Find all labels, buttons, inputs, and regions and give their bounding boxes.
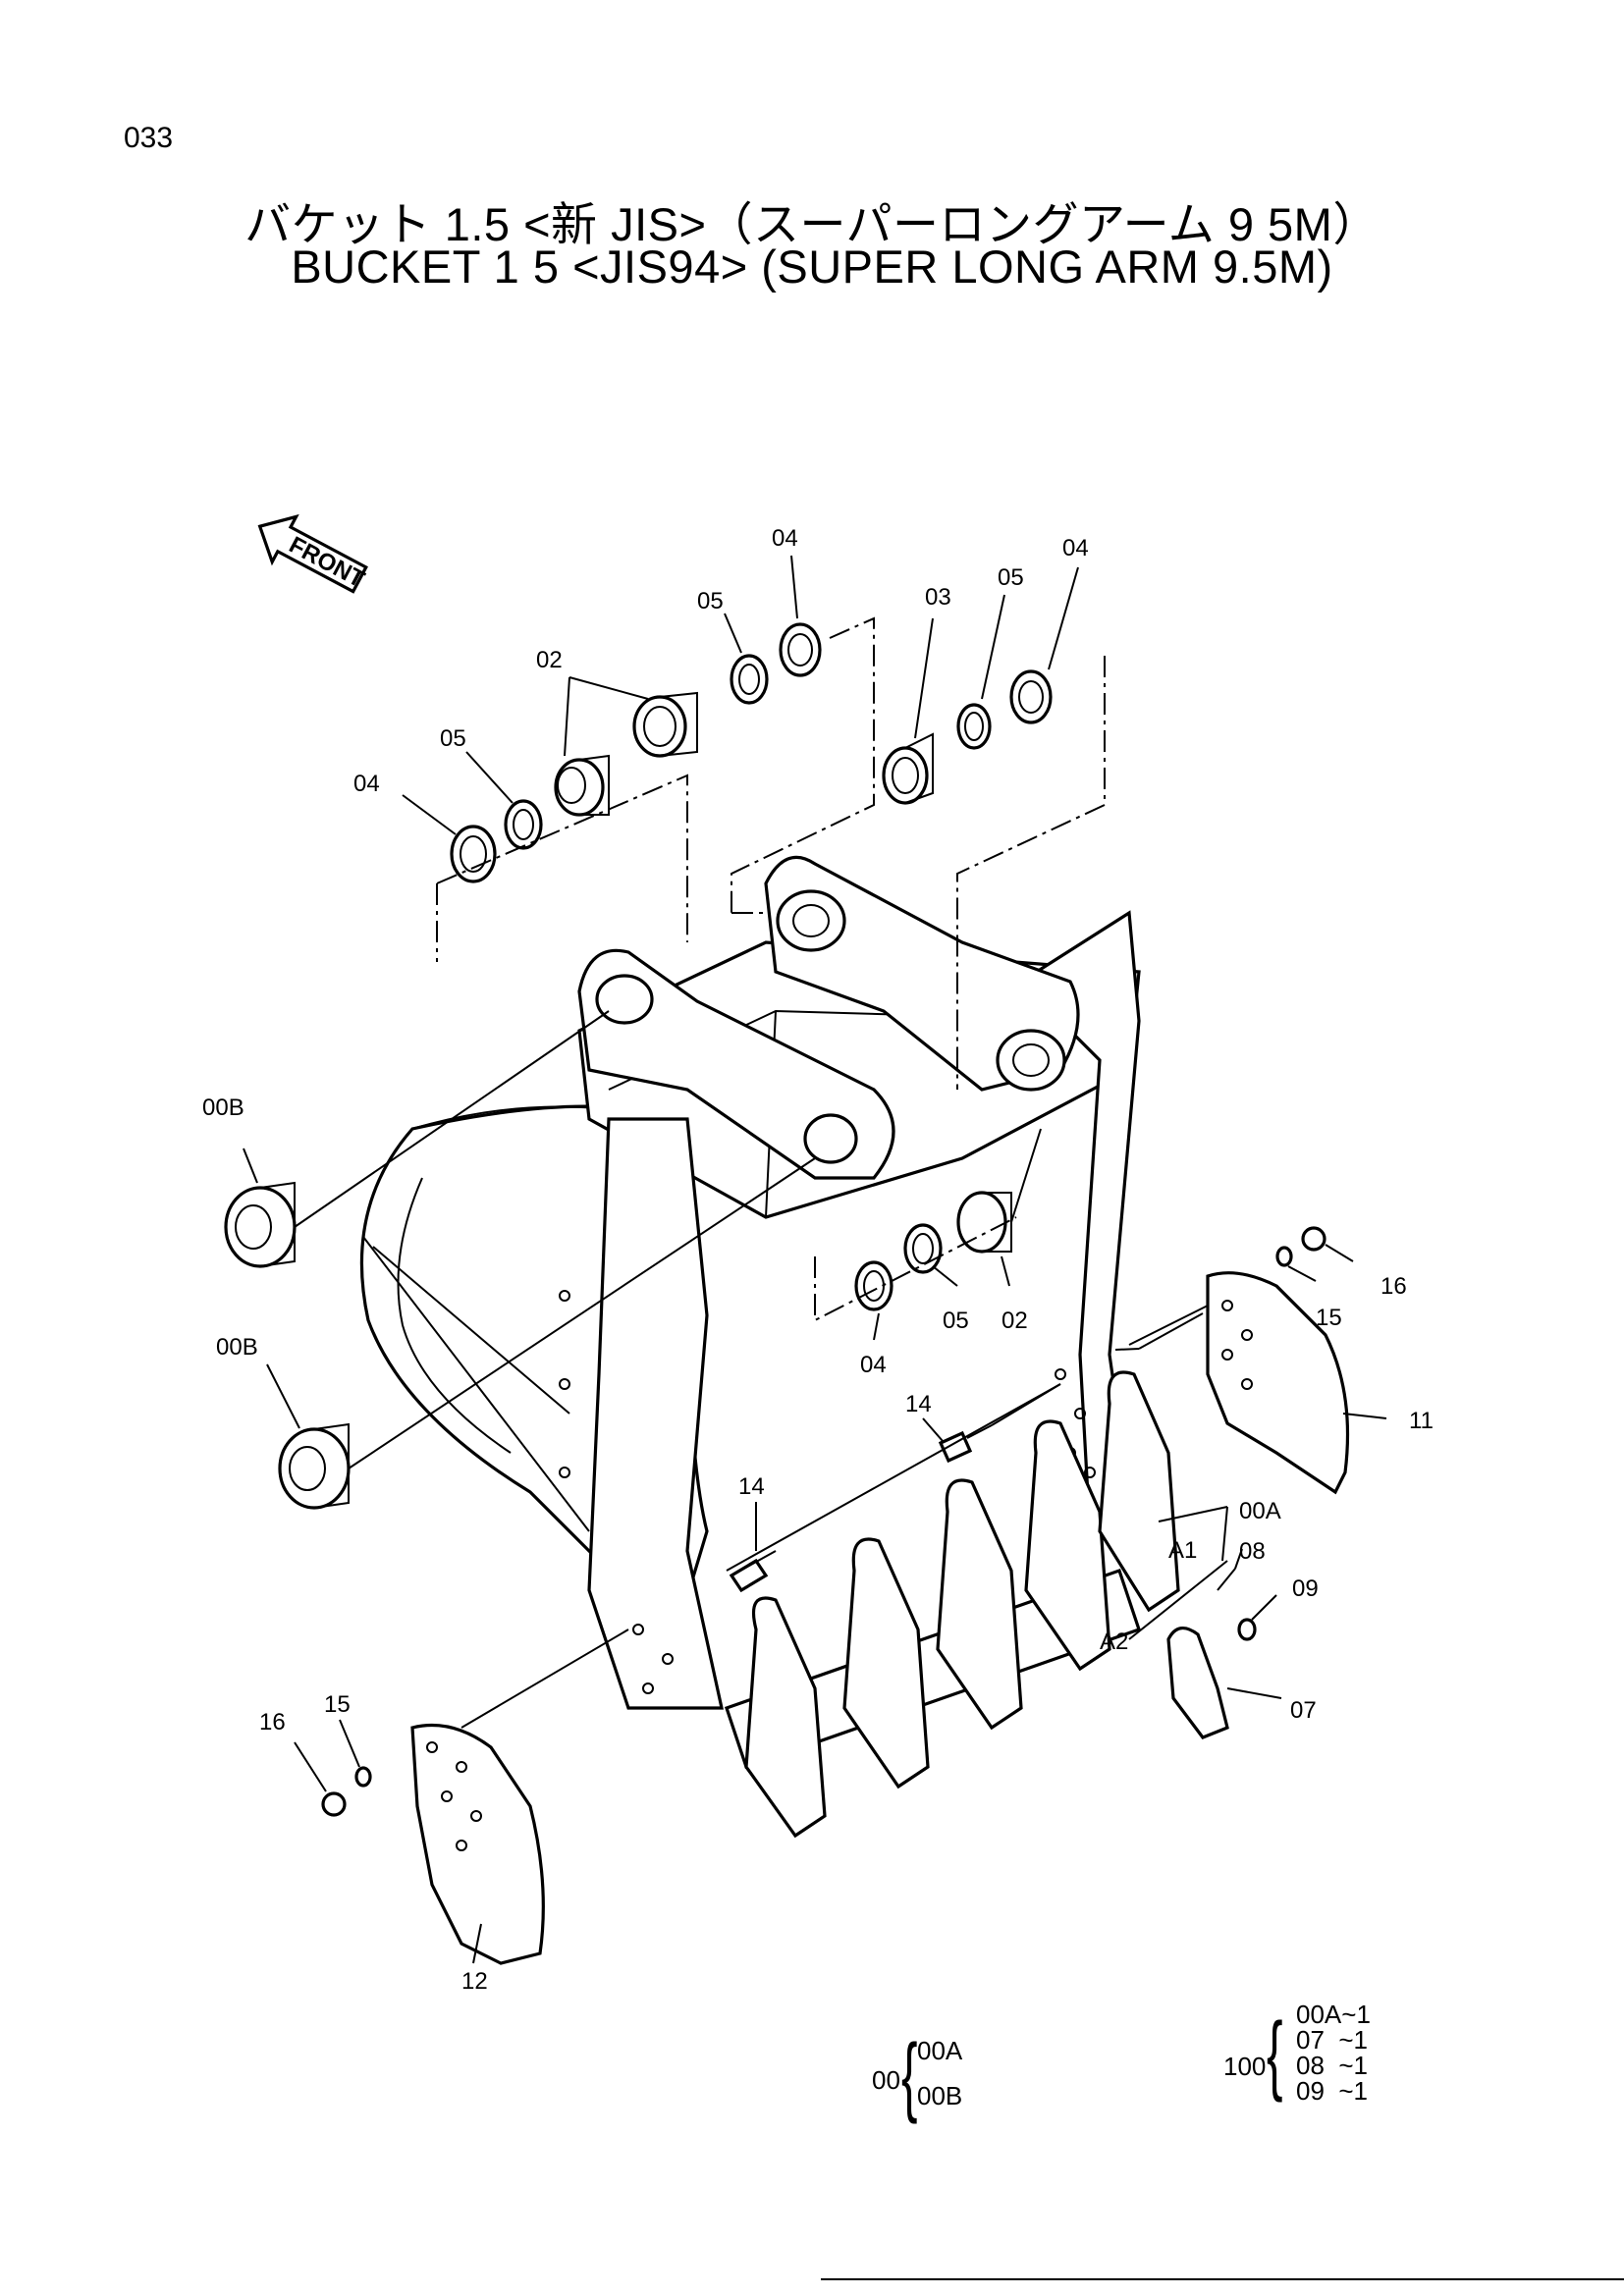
callout-05: 05 — [943, 1308, 969, 1334]
callout-04: 04 — [353, 771, 380, 797]
callout-05: 05 — [440, 725, 466, 752]
page-title-japanese: バケット 1.5 <新 JIS>（スーパーロングアーム 9 5M） — [244, 198, 1380, 250]
washer-15-right — [1275, 1246, 1293, 1267]
callout-09: 09 — [1292, 1575, 1319, 1602]
tooth — [936, 1478, 1023, 1731]
callout-15: 15 — [324, 1691, 351, 1718]
nut-16-left — [321, 1791, 347, 1817]
kit-100-brace: { — [1267, 2005, 1283, 2104]
kit-00-child: 00A — [917, 2036, 963, 2065]
pin-08 — [1217, 1568, 1236, 1591]
bolt-14-lower — [729, 1550, 777, 1593]
callout-04: 04 — [772, 525, 798, 552]
callout-14: 14 — [905, 1391, 932, 1417]
washer-15-left — [354, 1766, 372, 1788]
callout-02: 02 — [1001, 1308, 1028, 1334]
callout-05: 05 — [697, 588, 724, 614]
bucket-teeth-row — [724, 1370, 1180, 1839]
nut-16-right — [1301, 1226, 1326, 1252]
leader-lines — [243, 555, 1387, 1964]
kit-100-child: 07 ~1 — [1296, 2025, 1369, 2055]
bushing-03 — [882, 732, 934, 805]
kit-100-child: 00A~1 — [1296, 2000, 1371, 2029]
callout-labels: 04 05 02 05 04 03 05 04 00B 00B 16 15 11… — [202, 525, 1434, 1995]
bushing-02-left-top — [554, 754, 610, 817]
callout-00b: 00B — [202, 1095, 244, 1121]
ring-04d — [854, 1260, 893, 1311]
side-cutter-left — [410, 1723, 545, 1965]
lock-09 — [1237, 1618, 1257, 1641]
callout-02: 02 — [536, 647, 563, 673]
page-title-english: BUCKET 1 5 <JIS94> (SUPER LONG ARM 9.5M) — [291, 240, 1333, 293]
callout-00b: 00B — [216, 1334, 258, 1361]
callout-08: 08 — [1239, 1538, 1266, 1565]
seal-00b-upper — [224, 1181, 297, 1268]
ring-04b — [779, 622, 822, 677]
callout-15: 15 — [1316, 1305, 1342, 1331]
ring-05c — [956, 703, 992, 750]
tooth-07 — [1166, 1627, 1229, 1739]
callout-14: 14 — [738, 1473, 765, 1500]
callout-04: 04 — [860, 1352, 887, 1378]
assembly-guide-lines — [294, 616, 1209, 1729]
ring-05b — [730, 654, 769, 705]
bushing-02-top — [632, 691, 698, 758]
kit-100-child: 08 ~1 — [1296, 2051, 1369, 2080]
kit-100-child: 09 ~1 — [1296, 2076, 1369, 2106]
ring-04c — [1009, 669, 1053, 724]
footer-rule — [821, 2278, 1624, 2280]
tooth — [744, 1596, 827, 1839]
kit-00-brace: { — [901, 2027, 918, 2125]
bolt-14-upper — [938, 1424, 993, 1464]
callout-07: 07 — [1290, 1697, 1317, 1724]
bucket-body — [359, 855, 1141, 1710]
ring-04a — [450, 825, 497, 883]
ring-05d — [903, 1223, 943, 1274]
callout-03: 03 — [925, 584, 951, 611]
seal-00b-lower — [278, 1422, 351, 1510]
front-arrow-icon: FRONT — [257, 513, 369, 594]
kit-00-parent: 00 — [872, 2065, 900, 2095]
callout-04: 04 — [1062, 535, 1089, 561]
tooth — [842, 1537, 930, 1789]
callout-a1: A1 — [1168, 1537, 1197, 1564]
ring-05a — [504, 799, 543, 850]
side-cutter-right — [1206, 1271, 1350, 1495]
callout-12: 12 — [461, 1968, 488, 1995]
tooth — [1098, 1370, 1180, 1613]
callout-16: 16 — [259, 1709, 286, 1735]
callout-11: 11 — [1409, 1408, 1434, 1434]
page-number: 033 — [124, 122, 174, 154]
callout-16: 16 — [1380, 1273, 1407, 1300]
callout-05: 05 — [998, 564, 1024, 591]
kit-00-child: 00B — [917, 2081, 963, 2110]
tooth — [1024, 1419, 1111, 1672]
kit-100-parent: 100 — [1223, 2052, 1267, 2081]
callout-00a: 00A — [1239, 1498, 1281, 1524]
callout-a2: A2 — [1100, 1629, 1128, 1655]
